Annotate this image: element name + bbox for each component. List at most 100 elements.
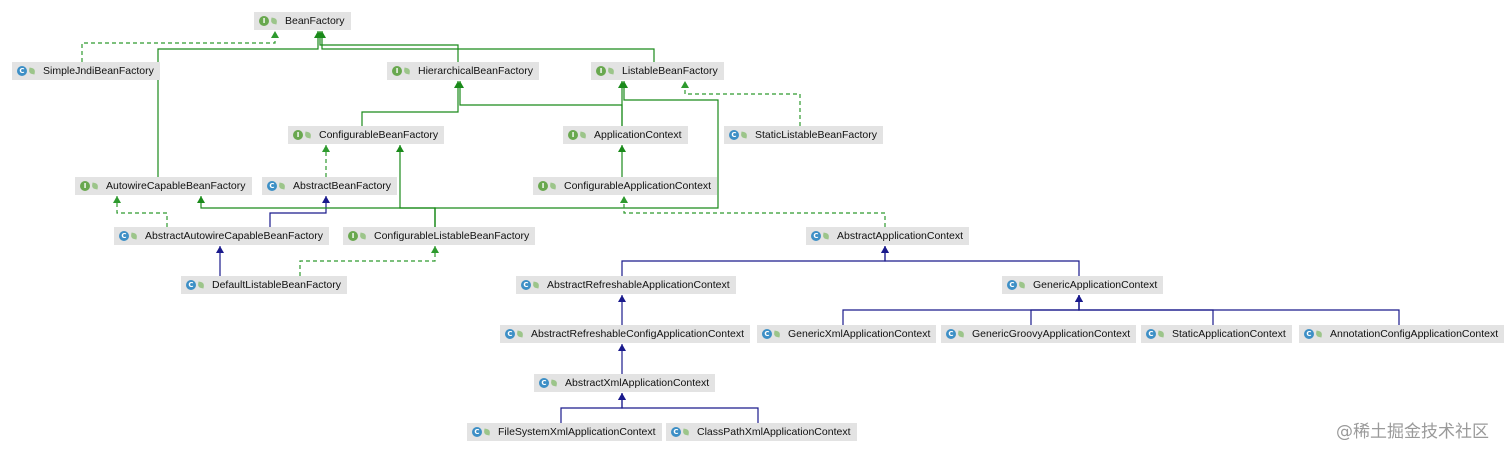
leaf-icon — [1157, 330, 1165, 338]
leaf-icon — [28, 67, 36, 75]
class-icon: C — [472, 427, 482, 437]
class-icon: C — [17, 66, 27, 76]
edge-n17-to-n15 — [618, 295, 626, 325]
edge-n5-to-n3 — [361, 81, 462, 126]
node-label: DefaultListableBeanFactory — [212, 279, 341, 291]
node-label: HierarchicalBeanFactory — [418, 65, 533, 77]
class-icon: C — [729, 130, 739, 140]
arrowhead — [322, 145, 330, 152]
class-icon: C — [671, 427, 681, 437]
leaf-icon — [91, 182, 99, 190]
edge-n2-to-n1 — [81, 31, 279, 62]
class-icon: C — [505, 329, 515, 339]
leaf-icon — [197, 281, 205, 289]
interface-icon: I — [392, 66, 402, 76]
leaf-icon — [740, 131, 748, 139]
arrowhead — [271, 31, 279, 38]
arrowhead — [113, 196, 121, 203]
arrowhead — [456, 81, 464, 88]
node-label: GenericXmlApplicationContext — [788, 328, 931, 340]
class-icon: C — [186, 280, 196, 290]
edge-n9-to-n5 — [322, 145, 330, 177]
node-label: AbstractApplicationContext — [837, 230, 964, 242]
class-icon: C — [946, 329, 956, 339]
arrowhead — [396, 145, 404, 152]
arrowhead — [620, 196, 628, 203]
node-default-listable-bean-factory[interactable]: C DefaultListableBeanFactory — [181, 276, 347, 294]
node-label: ListableBeanFactory — [622, 65, 718, 77]
leaf-icon — [957, 330, 965, 338]
edge-n19-to-n16 — [1030, 295, 1083, 325]
node-label: SimpleJndiBeanFactory — [43, 65, 154, 77]
leaf-icon — [1315, 330, 1323, 338]
leaf-icon — [532, 281, 540, 289]
node-label: FileSystemXmlApplicationContext — [498, 426, 656, 438]
edge-n8-to-n1 — [157, 31, 322, 177]
arrowhead — [1075, 295, 1083, 302]
leaf-icon — [516, 330, 524, 338]
edge-n10-to-n6 — [618, 145, 626, 177]
edge-n24-to-n22 — [618, 393, 759, 423]
edge-n13-to-n10 — [620, 196, 886, 227]
node-label: AbstractBeanFactory — [293, 180, 392, 192]
leaf-icon — [773, 330, 781, 338]
node-static-application-context[interactable]: C StaticApplicationContext — [1141, 325, 1292, 343]
interface-icon: I — [568, 130, 578, 140]
node-abstract-bean-factory[interactable]: C AbstractBeanFactory — [262, 177, 398, 195]
arrowhead — [431, 246, 439, 253]
class-icon: C — [521, 280, 531, 290]
node-simple-jndi-bean-factory[interactable]: C SimpleJndiBeanFactory — [12, 62, 160, 80]
node-label: ApplicationContext — [594, 129, 682, 141]
node-abstract-refreshable-config-application-context[interactable]: C AbstractRefreshableConfigApplicationCon… — [500, 325, 751, 343]
arrowhead — [197, 196, 205, 203]
edge-n14-to-n11 — [216, 246, 224, 276]
class-icon: C — [1304, 329, 1314, 339]
class-icon: C — [1007, 280, 1017, 290]
node-hierarchical-bean-factory[interactable]: I HierarchicalBeanFactory — [387, 62, 539, 80]
node-application-context[interactable]: I ApplicationContext — [563, 126, 688, 144]
arrowhead — [618, 393, 626, 400]
arrowhead — [681, 81, 689, 88]
interface-icon: I — [538, 181, 548, 191]
class-icon: C — [267, 181, 277, 191]
leaf-icon — [607, 67, 615, 75]
node-file-system-xml-application-context[interactable]: C FileSystemXmlApplicationContext — [467, 423, 662, 441]
node-label: ConfigurableListableBeanFactory — [374, 230, 530, 242]
edge-n12-to-n5 — [396, 145, 436, 227]
edge-n11-to-n9 — [269, 196, 330, 227]
leaf-icon — [130, 232, 138, 240]
node-generic-application-context[interactable]: C GenericApplicationContext — [1002, 276, 1164, 294]
leaf-icon — [549, 182, 557, 190]
edge-n21-to-n16 — [1075, 295, 1400, 325]
node-label: StaticApplicationContext — [1172, 328, 1286, 340]
node-label: BeanFactory — [285, 15, 345, 27]
edge-n12-to-n8 — [197, 196, 436, 227]
class-icon: C — [539, 378, 549, 388]
leaf-icon — [822, 232, 830, 240]
node-label: GenericApplicationContext — [1033, 279, 1158, 291]
node-label: AutowireCapableBeanFactory — [106, 180, 246, 192]
arrowhead — [216, 246, 224, 253]
class-icon: C — [1146, 329, 1156, 339]
node-label: AbstractRefreshableConfigApplicationCont… — [531, 328, 745, 340]
arrowhead — [322, 196, 330, 203]
arrowhead — [618, 145, 626, 152]
watermark: @稀土掘金技术社区 — [1336, 422, 1489, 442]
edge-n6-to-n3 — [456, 81, 623, 126]
